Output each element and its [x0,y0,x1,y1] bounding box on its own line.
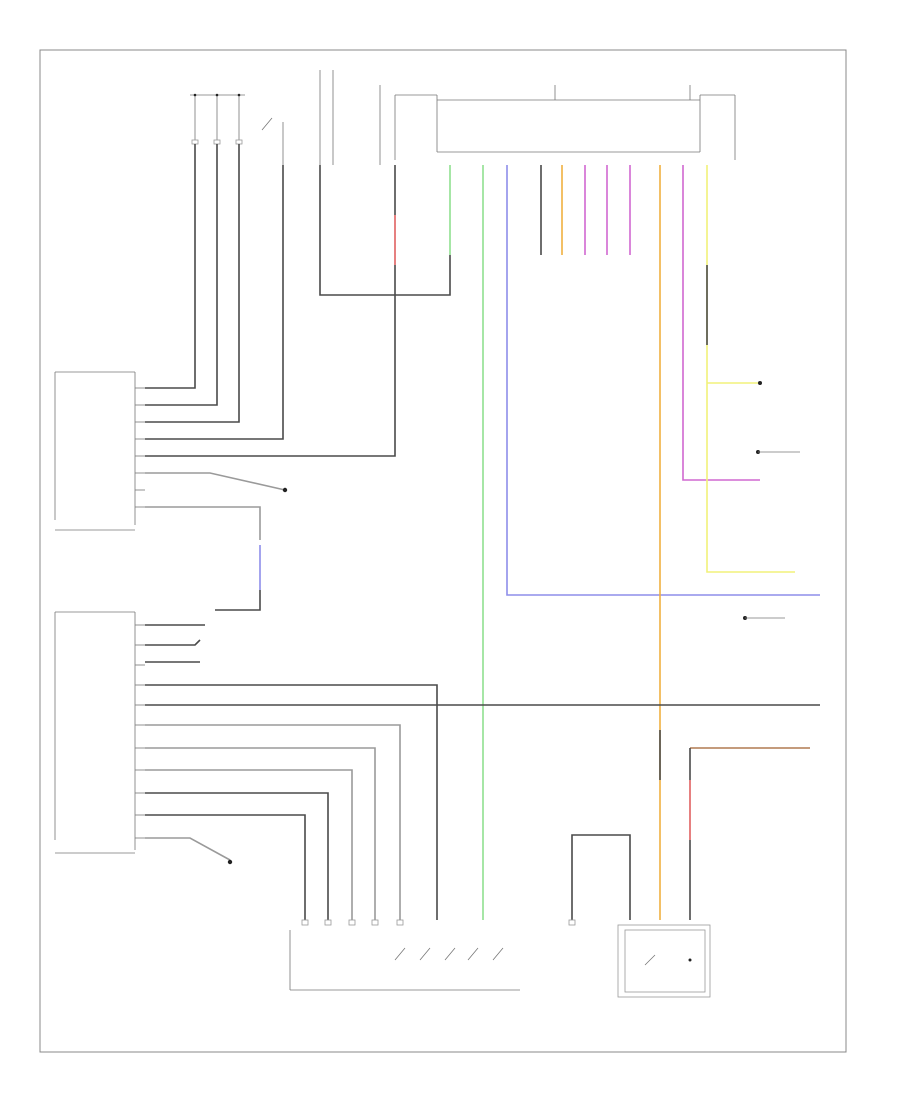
front-module-pins [135,387,145,508]
left-front-door-module [54,371,136,531]
green-wire [449,165,484,920]
liftgate-latch [568,919,711,998]
blue-wire [506,165,820,596]
rear-door-lock-actuator [289,919,520,991]
right-ground-points [743,450,800,620]
lower-right-link [571,834,631,920]
central-junction-box [394,85,736,160]
left-rear-door-lock-actuator [190,93,284,165]
rear-module-pins [135,624,145,839]
left-rear-door-module [54,611,136,854]
rear-module-wires [145,624,820,920]
front-module-black-wires [145,144,451,540]
central-box-stubs [540,165,631,255]
yellow-wire-right [706,165,795,573]
blue-jumper [215,545,261,611]
violet-wire [682,165,760,481]
diagram-frame [39,49,847,1053]
brown-wire [689,747,810,920]
door-ajar-switch-bracket [319,70,381,165]
